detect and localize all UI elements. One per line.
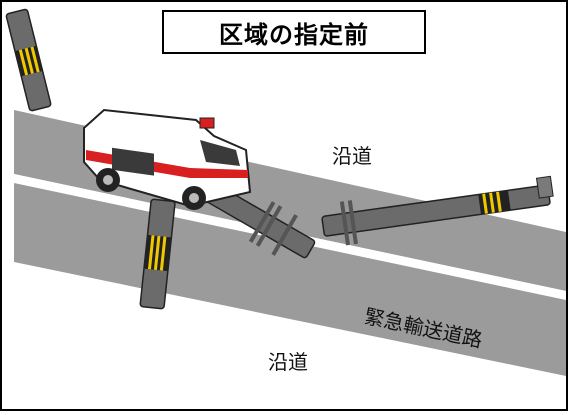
- page-title: 区域の指定前: [162, 10, 426, 54]
- ambulance-icon: [83, 108, 252, 210]
- utility-pole-icon: [321, 175, 554, 246]
- label-roadside-lower: 沿道: [268, 350, 308, 374]
- utility-pole-icon: [5, 8, 52, 112]
- utility-pole-icon: [139, 198, 176, 310]
- label-roadside-upper: 沿道: [332, 144, 372, 168]
